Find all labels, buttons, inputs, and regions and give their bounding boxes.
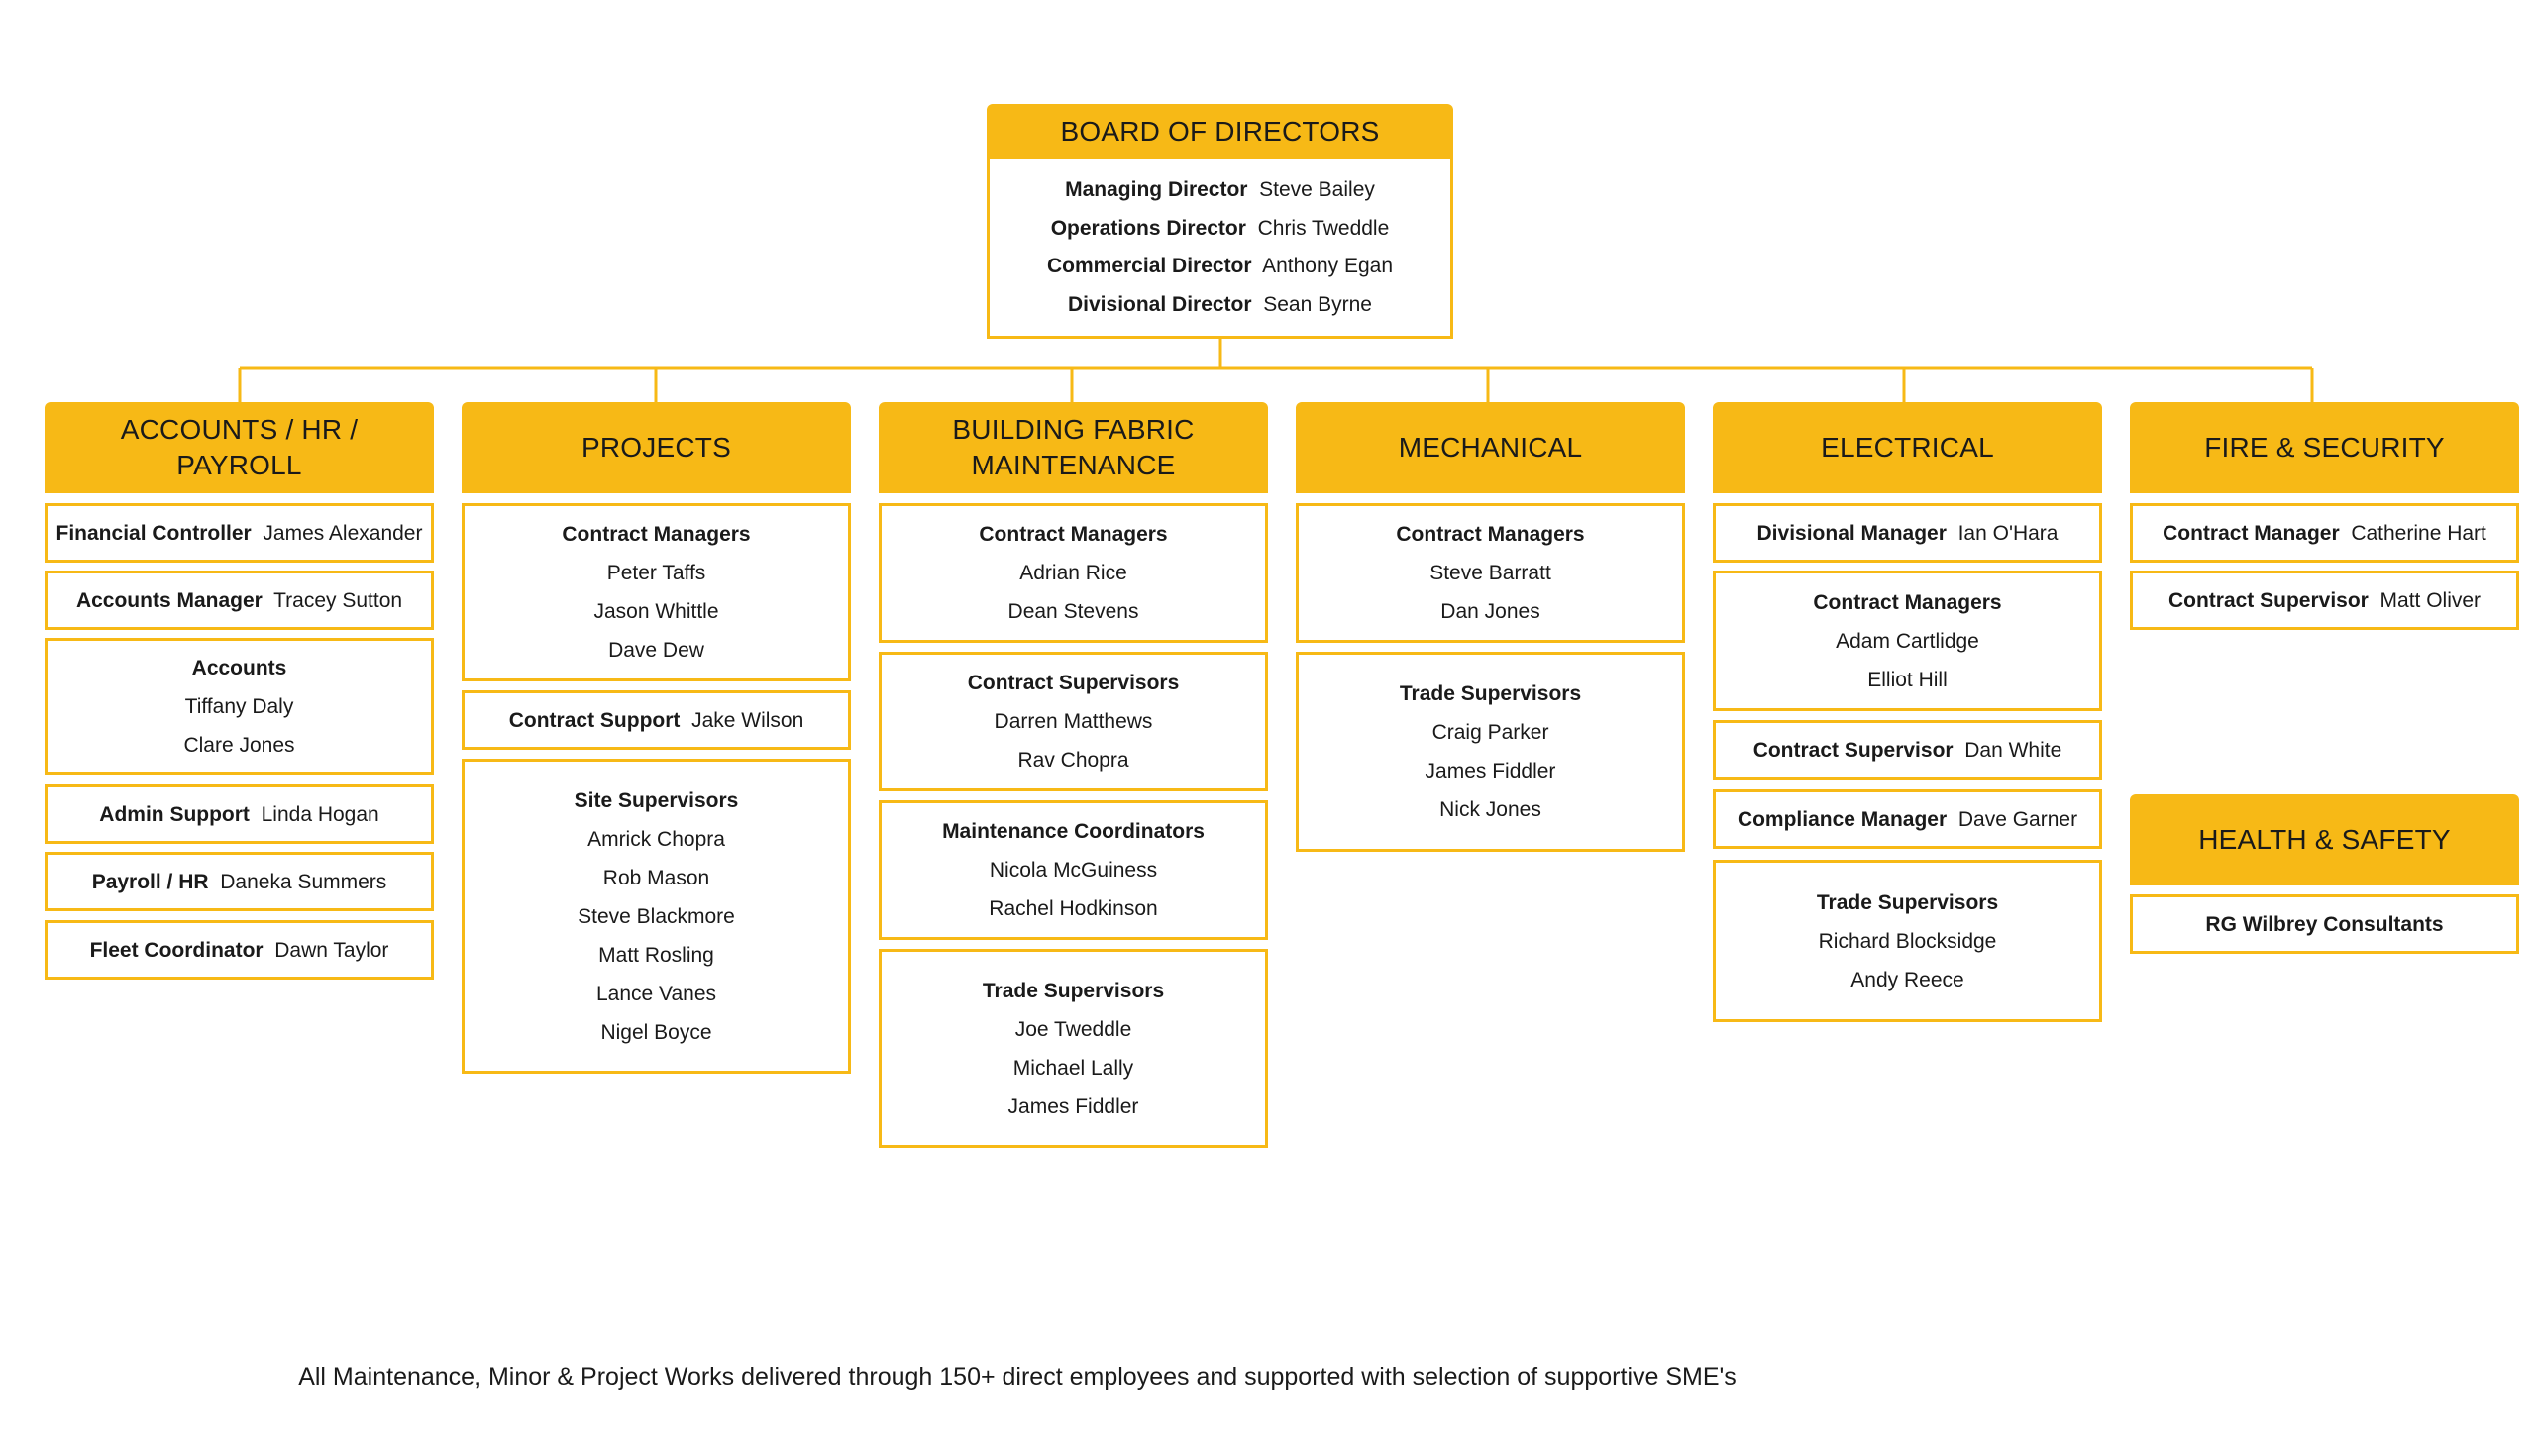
fleet-coordinator-box: Fleet Coordinator Dawn Taylor <box>45 920 434 980</box>
fire-security-header: FIRE & SECURITY <box>2130 402 2519 493</box>
accounts-manager-box: Accounts Manager Tracey Sutton <box>45 571 434 630</box>
electrical-trade-supervisors-box: Trade Supervisors Richard Blocksidge And… <box>1713 860 2102 1022</box>
projects-contract-managers-box: Contract Managers Peter Taffs Jason Whit… <box>462 503 851 681</box>
health-safety-consultants-box: RG Wilbrey Consultants <box>2130 894 2519 954</box>
electrical-contract-managers-box: Contract Managers Adam Cartlidge Elliot … <box>1713 571 2102 711</box>
board-of-directors-header: BOARD OF DIRECTORS <box>987 104 1453 159</box>
board-members-box: Managing Director Steve Bailey Operation… <box>987 156 1453 339</box>
payroll-hr-box: Payroll / HR Daneka Summers <box>45 852 434 911</box>
fire-contract-supervisor-box: Contract Supervisor Matt Oliver <box>2130 571 2519 630</box>
board-member: Commercial Director Anthony Egan <box>1046 255 1394 277</box>
electrical-contract-supervisor-box: Contract Supervisor Dan White <box>1713 720 2102 780</box>
contract-support-box: Contract Support Jake Wilson <box>462 690 851 750</box>
building-contract-supervisors-box: Contract Supervisors Darren Matthews Rav… <box>879 652 1268 791</box>
building-contract-managers-box: Contract Managers Adrian Rice Dean Steve… <box>879 503 1268 643</box>
mechanical-header: MECHANICAL <box>1296 402 1685 493</box>
mechanical-trade-supervisors-box: Trade Supervisors Craig Parker James Fid… <box>1296 652 1685 852</box>
accounts-team-box: Accounts Tiffany Daly Clare Jones <box>45 638 434 775</box>
electrical-header: ELECTRICAL <box>1713 402 2102 493</box>
financial-controller-box: Financial Controller James Alexander <box>45 503 434 563</box>
admin-support-box: Admin Support Linda Hogan <box>45 784 434 844</box>
board-member: Divisional Director Sean Byrne <box>1068 292 1372 316</box>
site-supervisors-box: Site Supervisors Amrick Chopra Rob Mason… <box>462 759 851 1074</box>
board-member: Operations Director Chris Tweddle <box>1050 216 1390 240</box>
footer-note: All Maintenance, Minor & Project Works d… <box>298 1363 1737 1391</box>
building-fabric-maintenance-header: BUILDING FABRIC MAINTENANCE <box>879 402 1268 493</box>
board-member: Managing Director Steve Bailey <box>1065 178 1375 201</box>
fire-contract-manager-box: Contract Manager Catherine Hart <box>2130 503 2519 563</box>
board-title: BOARD OF DIRECTORS <box>1060 116 1380 147</box>
maintenance-coordinators-box: Maintenance Coordinators Nicola McGuines… <box>879 800 1268 940</box>
divisional-manager-box: Divisional Manager Ian O'Hara <box>1713 503 2102 563</box>
projects-header: PROJECTS <box>462 402 851 493</box>
building-trade-supervisors-box: Trade Supervisors Joe Tweddle Michael La… <box>879 949 1268 1148</box>
health-safety-header: HEALTH & SAFETY <box>2130 794 2519 885</box>
mechanical-contract-managers-box: Contract Managers Steve Barratt Dan Jone… <box>1296 503 1685 643</box>
accounts-hr-payroll-header: ACCOUNTS / HR / PAYROLL <box>45 402 434 493</box>
compliance-manager-box: Compliance Manager Dave Garner <box>1713 789 2102 849</box>
